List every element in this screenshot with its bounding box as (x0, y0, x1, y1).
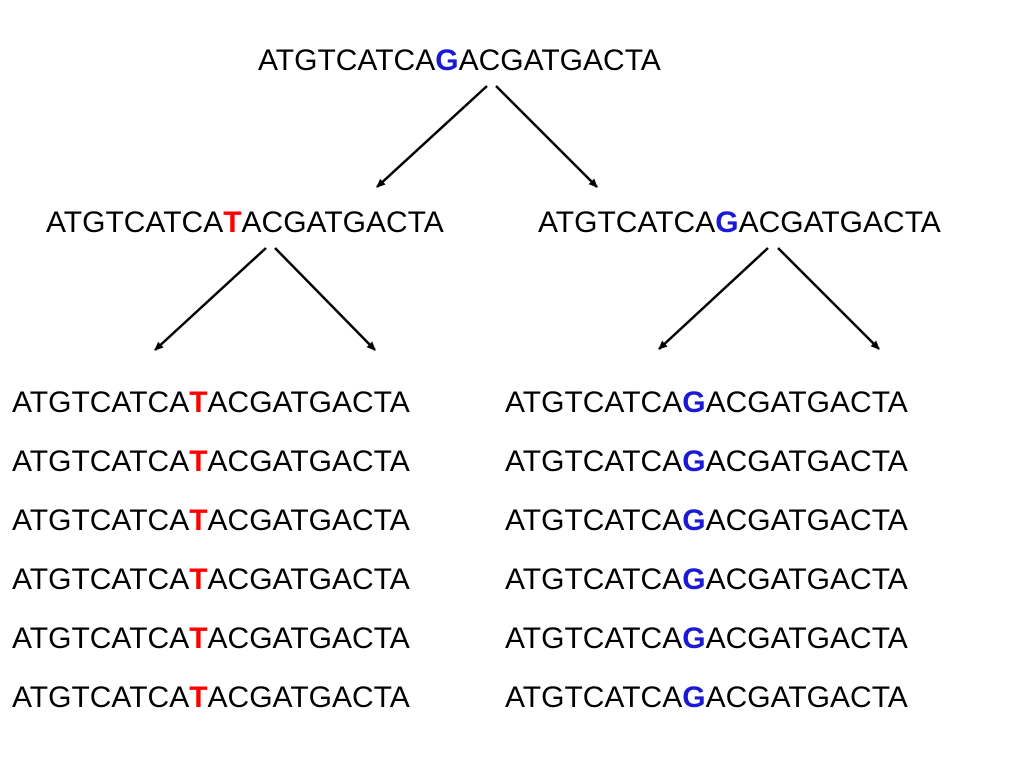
sequence-prefix: ATGTCATCA (12, 622, 190, 655)
sequence-prefix: ATGTCATCA (505, 681, 683, 714)
mutant-base: T (189, 622, 208, 655)
sequence-suffix: ACGATGACTA (705, 681, 908, 714)
arrow-left-to-right (274, 247, 376, 351)
arrow-right-to-right (777, 247, 880, 350)
gen2-right-sequence: ATGTCATCAGACGATGACTA (505, 506, 908, 536)
sequence-prefix: ATGTCATCA (12, 563, 190, 596)
sequence-suffix: ACGATGACTA (207, 504, 410, 537)
mutant-base: T (189, 681, 208, 714)
sequence-suffix: ACGATGACTA (207, 386, 410, 419)
original-base: G (682, 445, 706, 478)
sequence-prefix: ATGTCATCA (538, 206, 716, 239)
gen1-right-sequence: ATGTCATCAGACGATGACTA (538, 208, 941, 238)
sequence-suffix: ACGATGACTA (241, 206, 444, 239)
arrow-right-to-left (658, 247, 769, 350)
gen2-right-sequence: ATGTCATCAGACGATGACTA (505, 565, 908, 595)
sequence-suffix: ACGATGACTA (207, 445, 410, 478)
gen2-left-sequence: ATGTCATCATACGATGACTA (12, 388, 410, 418)
original-base: G (715, 206, 739, 239)
sequence-prefix: ATGTCATCA (12, 445, 190, 478)
mutant-base: T (189, 445, 208, 478)
sequence-prefix: ATGTCATCA (505, 622, 683, 655)
original-base: G (682, 622, 706, 655)
sequence-suffix: ACGATGACTA (207, 681, 410, 714)
sequence-suffix: ACGATGACTA (738, 206, 941, 239)
sequence-suffix: ACGATGACTA (207, 563, 410, 596)
mutant-base: T (223, 206, 242, 239)
sequence-suffix: ACGATGACTA (705, 504, 908, 537)
gen2-right-sequence: ATGTCATCAGACGATGACTA (505, 388, 908, 418)
sequence-prefix: ATGTCATCA (505, 563, 683, 596)
gen2-right-sequence: ATGTCATCAGACGATGACTA (505, 683, 908, 713)
sequence-prefix: ATGTCATCA (505, 386, 683, 419)
sequence-prefix: ATGTCATCA (12, 681, 190, 714)
arrow-root-to-left (376, 85, 488, 188)
mutant-base: T (189, 563, 208, 596)
sequence-suffix: ACGATGACTA (705, 622, 908, 655)
gen2-right-sequence: ATGTCATCAGACGATGACTA (505, 624, 908, 654)
sequence-suffix: ACGATGACTA (458, 44, 661, 77)
original-base: G (682, 386, 706, 419)
gen1-left-sequence: ATGTCATCATACGATGACTA (46, 208, 444, 238)
gen2-left-sequence: ATGTCATCATACGATGACTA (12, 447, 410, 477)
sequence-prefix: ATGTCATCA (505, 504, 683, 537)
root-sequence: ATGTCATCAGACGATGACTA (258, 46, 661, 76)
original-base: G (682, 681, 706, 714)
gen2-left-sequence: ATGTCATCATACGATGACTA (12, 624, 410, 654)
mutant-base: T (189, 386, 208, 419)
mutant-base: T (189, 504, 208, 537)
sequence-prefix: ATGTCATCA (505, 445, 683, 478)
gen2-right-sequence: ATGTCATCAGACGATGACTA (505, 447, 908, 477)
gen2-left-sequence: ATGTCATCATACGATGACTA (12, 506, 410, 536)
arrow-root-to-right (495, 85, 598, 188)
sequence-prefix: ATGTCATCA (46, 206, 224, 239)
sequence-suffix: ACGATGACTA (705, 445, 908, 478)
original-base: G (682, 563, 706, 596)
sequence-prefix: ATGTCATCA (12, 504, 190, 537)
original-base: G (682, 504, 706, 537)
sequence-suffix: ACGATGACTA (207, 622, 410, 655)
sequence-prefix: ATGTCATCA (12, 386, 190, 419)
gen2-left-sequence: ATGTCATCATACGATGACTA (12, 683, 410, 713)
sequence-prefix: ATGTCATCA (258, 44, 436, 77)
original-base: G (435, 44, 459, 77)
sequence-suffix: ACGATGACTA (705, 563, 908, 596)
arrow-left-to-left (154, 247, 267, 351)
sequence-suffix: ACGATGACTA (705, 386, 908, 419)
gen2-left-sequence: ATGTCATCATACGATGACTA (12, 565, 410, 595)
